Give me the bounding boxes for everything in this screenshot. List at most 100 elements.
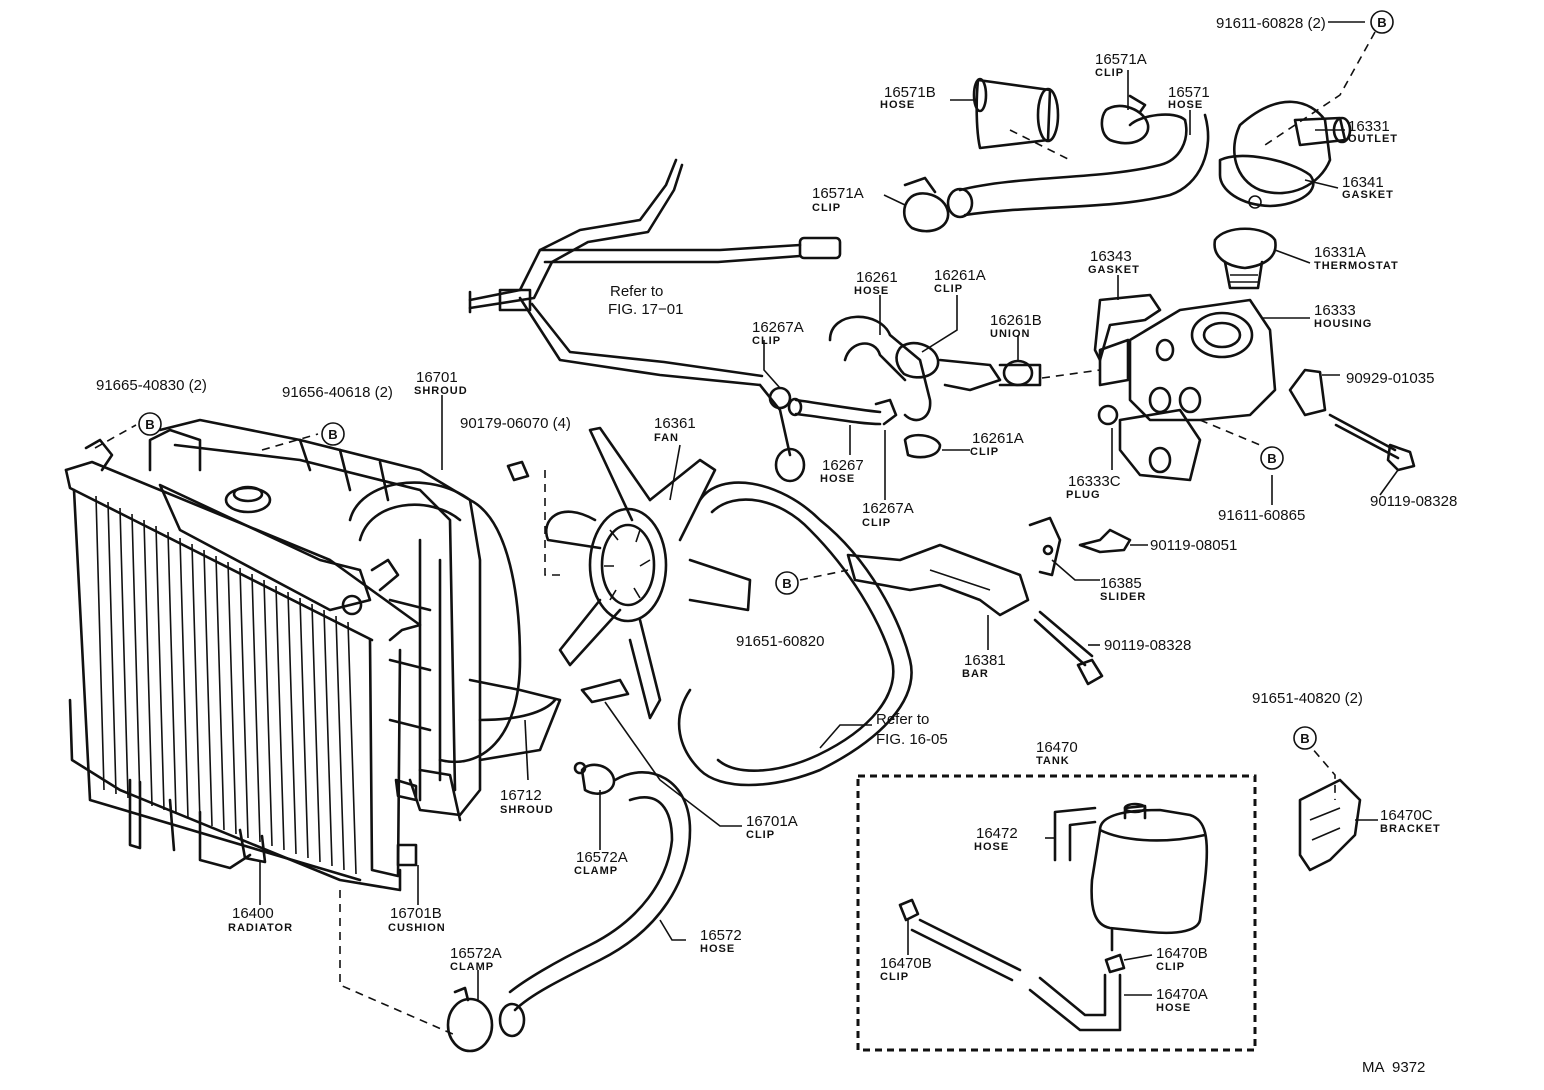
refer-to-17-01-line1: Refer to [610,283,663,300]
upper-hose [946,77,1210,219]
ref-marker-b-bracket: B [1293,726,1317,750]
label-16361: 16361 [654,415,696,432]
water-outlet [1233,100,1352,195]
label-16472: 16472 [976,825,1018,842]
label-90929-01035: 90929-01035 [1346,370,1434,387]
label-16261: 16261 [856,269,898,286]
clip-16571A-top [1100,94,1150,145]
svg-text:B: B [328,427,337,442]
label-16571A-left: 16571A [812,185,864,202]
label-16470B-right: 16470B [1156,945,1208,962]
cushion [394,778,418,867]
refer-to-16-05-line1: Refer to [876,711,929,728]
ref-marker-b-top-right: B [1370,10,1394,34]
ref-marker-b-bar: B [775,571,799,595]
clamp-16572A-top [573,761,616,795]
sublabel-16472: HOSE [974,841,1009,853]
fan-belt [677,481,913,787]
sublabel-16701B: CUSHION [388,922,446,934]
clip-16267A-top [768,386,792,410]
sublabel-16333C: PLUG [1066,489,1101,501]
label-16333C: 16333C [1068,473,1121,490]
label-91665-40830: 91665-40830 (2) [96,377,207,394]
sublabel-16470: TANK [1036,755,1070,767]
dashed-references [94,31,1376,1036]
plug-16333C [1097,404,1119,426]
sublabel-16470B-left: CLIP [880,971,909,983]
label-16341: 16341 [1342,174,1384,191]
label-16701B: 16701B [390,905,442,922]
bolt-90119-08328-right [1328,413,1416,472]
label-16701A: 16701A [746,813,798,830]
overflow-hose [910,918,1022,982]
sublabel-16331A: THERMOSTAT [1314,260,1399,272]
label-16470A: 16470A [1156,986,1208,1003]
label-16470B-left: 16470B [880,955,932,972]
sublabel-16331: OUTLET [1348,133,1398,145]
sublabel-16343: GASKET [1088,264,1140,276]
label-16261B: 16261B [990,312,1042,329]
adjusting-bar [846,543,1030,617]
nut-90179-06070 [506,460,530,482]
label-16571B: 16571B [884,84,936,101]
label-16572: 16572 [700,927,742,944]
sublabel-16261: HOSE [854,285,889,297]
clip-16470B-left [898,898,920,922]
shroud [158,418,522,822]
label-16572A-bottom: 16572A [450,945,502,962]
sublabel-16267: HOSE [820,473,855,485]
radiator-core-fins [95,495,357,875]
label-16261A-top: 16261A [934,267,986,284]
label-16701: 16701 [416,369,458,386]
label-91611-60828: 91611-60828 (2) [1216,15,1326,32]
bolt-90929-01035 [1288,368,1327,417]
label-16267A-top: 16267A [752,319,804,336]
sublabel-16572A-top: CLAMP [574,865,618,877]
refer-to-17-01-line2: FIG. 17−01 [608,301,683,318]
part-labels: 91611-60828 (2) 16571A CLIP 16571B HOSE … [96,15,1457,1014]
label-16261A-bottom: 16261A [972,430,1024,447]
sublabel-16571B: HOSE [880,99,915,111]
bolt-90119-08328-lower [1033,610,1104,686]
tank-bracket [1298,778,1362,872]
svg-text:B: B [782,576,791,591]
figure-references: Refer to FIG. 17−01 Refer to FIG. 16-05 [608,283,948,748]
radiator [64,428,422,892]
ref-marker-b-radiator-right: B [321,422,345,446]
sublabel-16470A: HOSE [1156,1002,1191,1014]
refer-to-16-05-line2: FIG. 16-05 [876,731,948,748]
label-16571: 16571 [1168,84,1210,101]
label-16470C: 16470C [1380,807,1433,824]
thermostat [1213,227,1277,290]
svg-text:B: B [1267,451,1276,466]
label-90119-08328-right: 90119-08328 [1370,493,1457,510]
slider [1028,516,1062,577]
label-16572A-top: 16572A [576,849,628,866]
tank-assembly-box [856,774,1257,1052]
ref-marker-b-housing: B [1260,446,1284,470]
sublabel-16341: GASKET [1342,189,1394,201]
hose-16267 [787,397,882,426]
sublabel-16470B-right: CLIP [1156,961,1185,973]
hose-16470A [1028,973,1122,1032]
heater-pipe [468,158,842,483]
label-16267: 16267 [822,457,864,474]
sublabel-16261B: UNION [990,328,1030,340]
label-90119-08328-lower: 90119-08328 [1104,637,1191,654]
clip-16470B-right [1104,953,1126,974]
clip-16261A-bottom [903,433,942,459]
fan [545,426,752,720]
lower-shroud [468,678,562,762]
clamp-16572A-bottom [446,986,494,1053]
sublabel-16400: RADIATOR [228,922,293,934]
label-16385: 16385 [1100,575,1142,592]
sublabel-16572A-bottom: CLAMP [450,961,494,973]
label-16267A-bottom: 16267A [862,500,914,517]
label-16470: 16470 [1036,739,1078,756]
label-91611-60865: 91611-60865 [1218,507,1305,524]
svg-text:B: B [1300,731,1309,746]
label-16331: 16331 [1348,118,1390,135]
sublabel-16571A-left: CLIP [812,202,841,214]
clip-16571A-left [902,176,950,233]
